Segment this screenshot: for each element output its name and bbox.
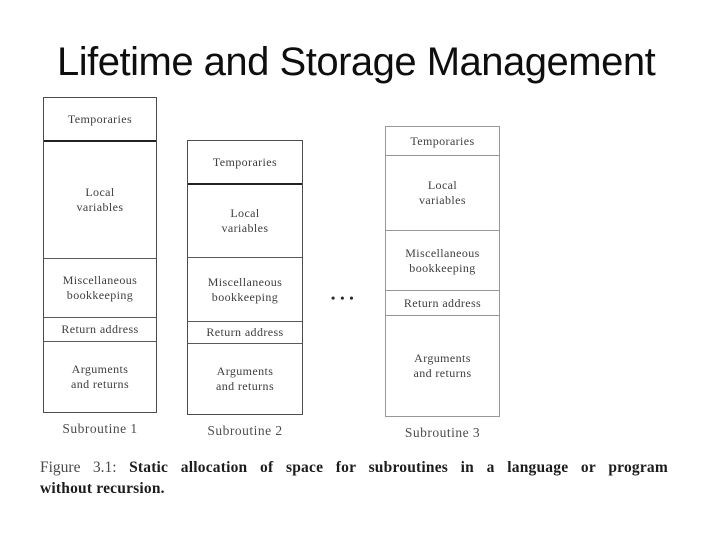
stack-section-miscellaneous-bookkeeping: Miscellaneous bookkeeping bbox=[188, 258, 302, 322]
stack-column-subroutine-1: Temporaries Local variables Miscellaneou… bbox=[43, 97, 157, 437]
stack-frame-box: Temporaries Local variables Miscellaneou… bbox=[385, 126, 500, 417]
stack-section-arguments-and-returns: Arguments and returns bbox=[413, 351, 472, 380]
figure-caption: Figure 3.1: Static allocation of space f… bbox=[40, 457, 668, 499]
stack-section-local-variables: Local variables bbox=[386, 156, 499, 231]
stack-section-local-variables: Local variables bbox=[44, 142, 156, 259]
stack-section-miscellaneous-bookkeeping: Miscellaneous bookkeeping bbox=[386, 231, 499, 291]
stack-section-return-address: Return address bbox=[44, 318, 156, 342]
stack-column-subroutine-2: Temporaries Local variables Miscellaneou… bbox=[187, 140, 303, 439]
caption-line-2: without recursion. bbox=[40, 480, 165, 497]
caption-text: Static allocation of space for subroutin… bbox=[129, 459, 668, 476]
subroutine-label: Subroutine 3 bbox=[404, 425, 481, 440]
stack-section-temporaries: Temporaries bbox=[44, 98, 156, 142]
stack-frame-box: Temporaries Local variables Miscellaneou… bbox=[43, 97, 157, 413]
stack-section-arguments-and-returns: Arguments and returns bbox=[215, 364, 275, 393]
ellipsis-dots: ••• bbox=[331, 291, 359, 305]
caption-figure-number: Figure 3.1: bbox=[40, 459, 117, 476]
stack-section-miscellaneous-bookkeeping: Miscellaneous bookkeeping bbox=[44, 259, 156, 318]
subroutine-label: Subroutine 2 bbox=[207, 423, 283, 438]
caption-line-1: Figure 3.1: Static allocation of space f… bbox=[40, 457, 668, 478]
stack-section-local-variables: Local variables bbox=[188, 185, 302, 258]
stack-column-subroutine-3: Temporaries Local variables Miscellaneou… bbox=[385, 126, 500, 441]
stack-frame-box: Temporaries Local variables Miscellaneou… bbox=[187, 140, 303, 415]
stack-section-return-address: Return address bbox=[386, 291, 499, 316]
stack-section-temporaries: Temporaries bbox=[386, 127, 499, 156]
stack-section-temporaries: Temporaries bbox=[188, 141, 302, 185]
subroutine-label: Subroutine 1 bbox=[62, 421, 138, 436]
stack-section-arguments-and-returns: Arguments and returns bbox=[70, 362, 130, 391]
stack-section-return-address: Return address bbox=[188, 322, 302, 344]
slide-title: Lifetime and Storage Management bbox=[57, 40, 656, 84]
